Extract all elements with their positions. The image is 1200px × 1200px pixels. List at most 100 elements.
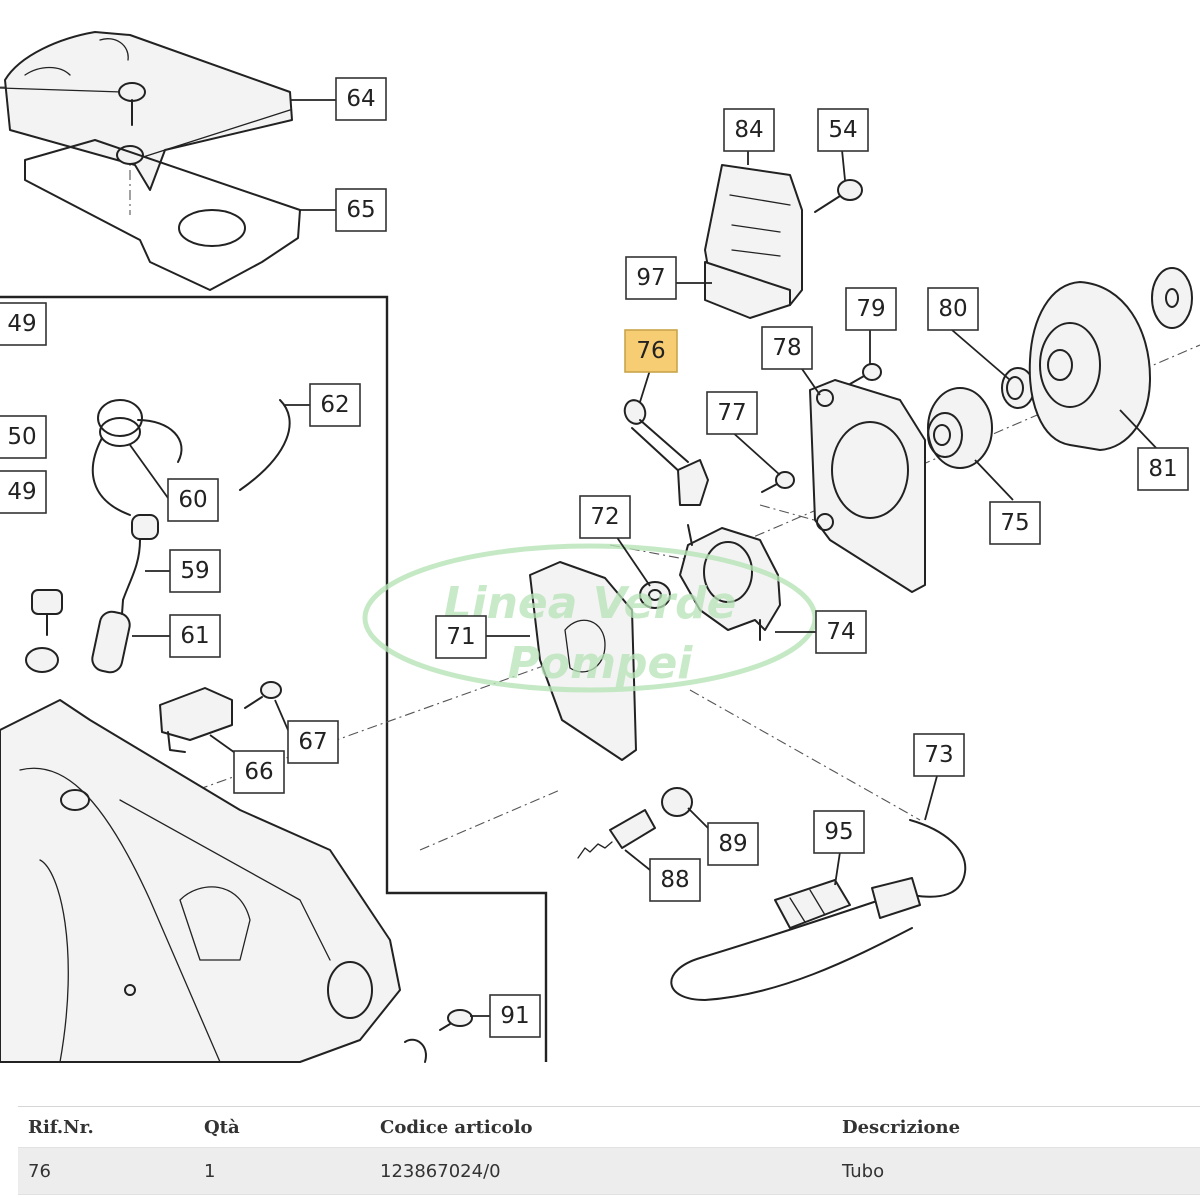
header-desc: Descrizione (842, 1116, 961, 1138)
svg-text:50: 50 (7, 424, 36, 450)
callout-65: 65 (335, 188, 387, 232)
callout-64: 64 (335, 77, 387, 121)
svg-text:95: 95 (824, 819, 853, 845)
svg-text:72: 72 (590, 504, 619, 530)
svg-text:61: 61 (180, 623, 209, 649)
callout-60: 60 (167, 478, 219, 522)
svg-text:91: 91 (500, 1003, 529, 1029)
part-74-pump (679, 524, 781, 641)
part-72-washer (639, 581, 671, 609)
part-95-filter (774, 879, 851, 929)
svg-text:49: 49 (7, 311, 36, 337)
part-65-gasket (24, 139, 301, 291)
part-67-screw (244, 681, 282, 709)
svg-text:97: 97 (636, 265, 665, 291)
part-79-screw (849, 363, 882, 385)
callout-81: 81 (1137, 447, 1189, 491)
svg-text:71: 71 (446, 624, 475, 650)
callout-49-bottom: 49 (0, 470, 47, 514)
part-75-clutch (927, 387, 993, 469)
part-71-plate (529, 561, 637, 761)
callout-50: 50 (0, 415, 47, 459)
callout-95: 95 (813, 810, 865, 854)
part-76-tube (623, 399, 709, 506)
svg-text:76: 76 (636, 338, 665, 364)
callout-77: 77 (706, 391, 758, 435)
part-78-cover (809, 379, 926, 593)
callout-66: 66 (233, 750, 285, 794)
svg-text:64: 64 (346, 86, 375, 112)
cell-desc: Tubo (842, 1160, 885, 1182)
part-62-hose (239, 399, 291, 491)
svg-text:62: 62 (320, 392, 349, 418)
svg-text:67: 67 (298, 729, 327, 755)
svg-text:49: 49 (7, 479, 36, 505)
svg-text:79: 79 (856, 296, 885, 322)
cell-code: 123867024/0 (380, 1160, 501, 1182)
part-81-sprocket (1028, 281, 1151, 451)
callout-61: 61 (169, 614, 221, 658)
watermark-line1: Linea Verde (443, 578, 736, 629)
header-qty: Qtà (204, 1116, 240, 1138)
part-60-pipe (91, 399, 183, 601)
parts-table: Rif.Nr. Qtà Codice articolo Descrizione … (18, 1106, 1200, 1195)
svg-text:81: 81 (1148, 456, 1177, 482)
svg-text:77: 77 (717, 400, 746, 426)
callout-62: 62 (309, 383, 361, 427)
svg-text:80: 80 (938, 296, 967, 322)
part-89-disc (661, 787, 693, 817)
cell-qty: 1 (204, 1160, 216, 1182)
svg-text:89: 89 (718, 831, 747, 857)
inset-frame (0, 295, 548, 1062)
part-73-pickup (670, 819, 967, 1001)
exploded-parts-diagram: Linea Verde Pompei 64 65 49 50 49 60 (0, 31, 1200, 1063)
part-66-valve (159, 687, 233, 753)
part-80-bearing (1001, 367, 1035, 409)
table-row[interactable]: 76 1 123867024/0 Tubo (18, 1147, 1200, 1195)
svg-text:59: 59 (180, 558, 209, 584)
svg-text:73: 73 (924, 742, 953, 768)
svg-text:60: 60 (178, 487, 207, 513)
left-screws (25, 589, 63, 673)
svg-text:65: 65 (346, 197, 375, 223)
part-88-spring (577, 809, 656, 859)
svg-text:88: 88 (660, 867, 689, 893)
callout-79: 79 (845, 287, 897, 331)
part-77-screw (761, 471, 795, 493)
callout-88: 88 (649, 858, 701, 902)
watermark-line2: Pompei (508, 638, 694, 689)
svg-text:78: 78 (772, 335, 801, 361)
svg-text:74: 74 (826, 619, 855, 645)
callout-74: 74 (815, 610, 867, 654)
callout-67: 67 (287, 720, 339, 764)
callout-80: 80 (927, 287, 979, 331)
svg-text:66: 66 (244, 759, 273, 785)
header-code: Codice articolo (380, 1116, 533, 1138)
washer-right (1151, 267, 1193, 329)
callout-59: 59 (169, 549, 221, 593)
part-91-screw (404, 1009, 473, 1063)
svg-text:84: 84 (734, 117, 763, 143)
part-64-cover (0, 31, 293, 191)
callout-97: 97 (625, 256, 677, 300)
callout-49-top: 49 (0, 302, 47, 346)
cell-ref: 76 (28, 1160, 51, 1182)
leader-lines (129, 99, 1161, 1017)
part-54-screw (814, 179, 863, 213)
callout-89: 89 (707, 822, 759, 866)
callout-78: 78 (761, 326, 813, 370)
callout-84: 84 (723, 108, 775, 152)
part-97-guide (704, 261, 791, 319)
crankcase-housing (0, 699, 401, 1063)
svg-text:75: 75 (1000, 510, 1029, 536)
svg-text:54: 54 (828, 117, 857, 143)
callout-75: 75 (989, 501, 1041, 545)
callout-72: 72 (579, 495, 631, 539)
callout-91: 91 (489, 994, 541, 1038)
callout-73: 73 (913, 733, 965, 777)
callout-71: 71 (435, 615, 487, 659)
parts-table-header: Rif.Nr. Qtà Codice articolo Descrizione (18, 1106, 1200, 1147)
watermark: Linea Verde Pompei (362, 543, 818, 693)
part-61-filter (91, 599, 131, 674)
header-ref: Rif.Nr. (28, 1116, 94, 1138)
